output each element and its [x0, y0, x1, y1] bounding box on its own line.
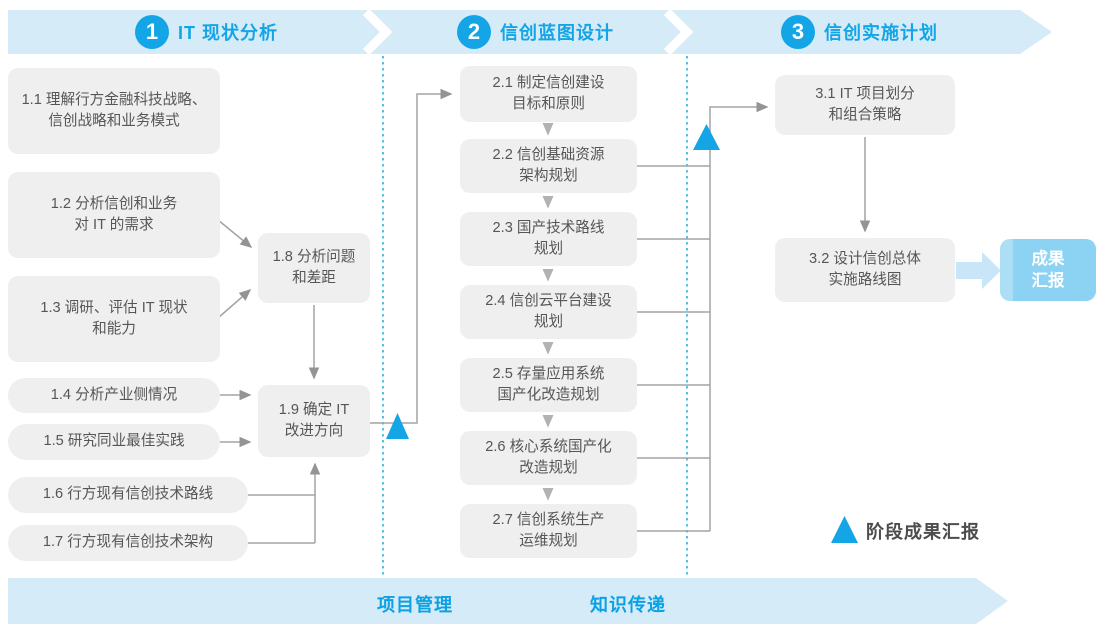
step-1-3-box: 1.3 调研、评估 IT 现状 和能力 [8, 276, 220, 362]
step-1-6-box: 1.6 行方现有信创技术路线 [8, 477, 248, 513]
phase1-connectors [217, 88, 453, 544]
phase-1-title: IT 现状分析 [178, 23, 278, 43]
bottom-label-project-management: 项目管理 [377, 595, 453, 615]
step-2-7-box: 2.7 信创系统生产 运维规划 [460, 504, 637, 558]
bottom-label-knowledge-transfer: 知识传递 [590, 595, 666, 615]
step-2-1-box: 2.1 制定信创建设 目标和原则 [460, 66, 637, 122]
step-3-1-box: 3.1 IT 项目划分 和组合策略 [775, 75, 955, 135]
step-1-1-box: 1.1 理解行方金融科技战略、 信创战略和业务模式 [8, 68, 220, 154]
step-1-5-box: 1.5 研究同业最佳实践 [8, 424, 220, 460]
phase-3-title: 信创实施计划 [824, 23, 938, 43]
legend-label: 阶段成果汇报 [866, 522, 980, 542]
phase-2-header: 2 信创蓝图设计 [457, 15, 614, 49]
result-arrow-icon [956, 252, 1001, 289]
phase-1-number-badge: 1 [135, 15, 169, 49]
phase-2-number-badge: 2 [457, 15, 491, 49]
step-1-9-box: 1.9 确定 IT 改进方向 [258, 385, 370, 457]
chevron-separator-2 [667, 12, 687, 52]
step-2-4-box: 2.4 信创云平台建设 规划 [460, 285, 637, 339]
chevron-separator-1 [366, 12, 386, 52]
arrow-1-9-to-2-1 [370, 88, 453, 424]
bottom-band [8, 578, 1008, 624]
phase2-to-phase3-bus [637, 101, 871, 532]
step-1-7-box: 1.7 行方现有信创技术架构 [8, 525, 248, 561]
phase-3-header: 3 信创实施计划 [781, 15, 938, 49]
step-2-6-box: 2.6 核心系统国产化 改造规划 [460, 431, 637, 485]
step-2-2-box: 2.2 信创基础资源 架构规划 [460, 139, 637, 193]
milestone-triangle-phase2 [693, 124, 720, 150]
legend-triangle-icon [831, 516, 858, 543]
step-1-8-box: 1.8 分析问题 和差距 [258, 233, 370, 303]
phase-2-title: 信创蓝图设计 [500, 23, 614, 43]
arrow-1-3-to-1-8 [217, 289, 252, 319]
milestone-triangle-phase1 [386, 413, 409, 439]
phase-1-header: 1 IT 现状分析 [135, 15, 278, 49]
phase-header-band [8, 10, 1052, 54]
phase-3-number-badge: 3 [781, 15, 815, 49]
step-2-3-box: 2.3 国产技术路线 规划 [460, 212, 637, 266]
phase-chevron-separators [8, 10, 1052, 54]
step-1-2-box: 1.2 分析信创和业务 对 IT 的需求 [8, 172, 220, 258]
step-3-2-box: 3.2 设计信创总体 实施路线图 [775, 238, 955, 302]
arrow-1-2-to-1-8 [217, 219, 253, 248]
step-2-5-box: 2.5 存量应用系统 国产化改造规划 [460, 358, 637, 412]
arrow-bus-to-3-1 [709, 101, 769, 531]
result-report-box: 成果 汇报 [1000, 239, 1096, 301]
step-1-4-box: 1.4 分析产业侧情况 [8, 378, 220, 413]
result-report-label: 成果 汇报 [1031, 249, 1065, 290]
